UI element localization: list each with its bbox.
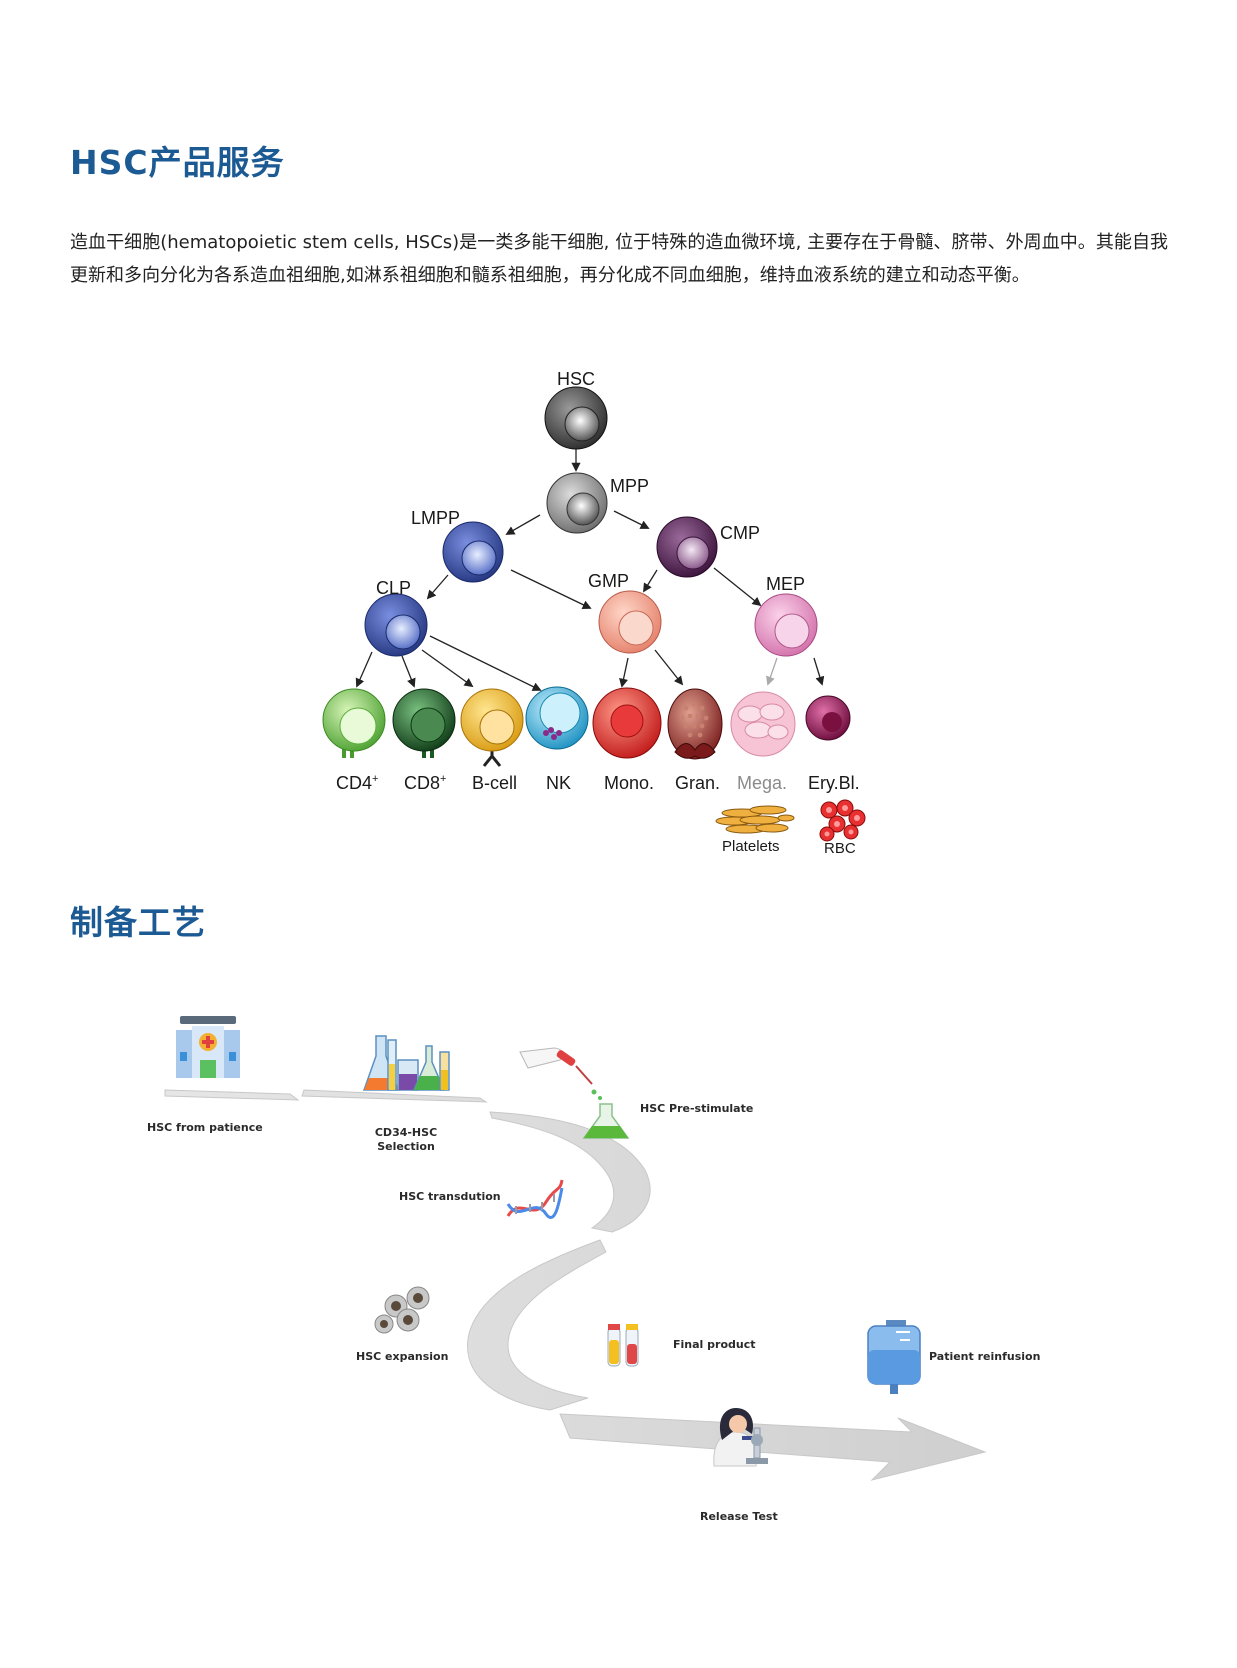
- section-title-hsc-services: HSC产品服务: [70, 143, 285, 182]
- label-rbc: RBC: [824, 840, 856, 857]
- arrow-mpp-cmp: [613, 510, 650, 529]
- cell-erybl: [805, 695, 851, 741]
- label-cd8: CD8+: [404, 773, 446, 793]
- cell-cluster-icon: [374, 1286, 430, 1334]
- scientist-microscope-icon: [713, 1408, 768, 1467]
- step-label-hsc-from-patience: HSC from patience: [147, 1121, 263, 1134]
- cell-gran: [667, 688, 723, 760]
- step-label-hsc-pre-stimulate: HSC Pre-stimulate: [640, 1102, 753, 1115]
- label-nk: NK: [546, 773, 571, 793]
- pipette-flask-icon: [519, 1047, 630, 1139]
- cell-clp: [364, 593, 428, 657]
- step-label-selection: Selection: [377, 1140, 435, 1153]
- arrow-mep-erybl: [813, 657, 825, 686]
- cell-mega: [730, 691, 796, 757]
- cell-mep: [754, 593, 818, 657]
- label-gmp: GMP: [588, 571, 629, 591]
- label-lmpp: LMPP: [411, 508, 460, 528]
- iv-bag-icon: [867, 1320, 921, 1394]
- hierarchy-arrows: [355, 448, 825, 691]
- label-cd8-superscript: +: [440, 773, 446, 785]
- arrow-clp-cd4: [355, 651, 373, 688]
- process-road: [164, 1089, 987, 1481]
- hematopoiesis-hierarchy-diagram: HSC MPP LMPP CMP CLP GMP: [322, 369, 866, 857]
- dna-icon: [506, 1179, 564, 1219]
- arrow-lmpp-clp: [426, 574, 449, 600]
- arrow-clp-cd8: [401, 655, 416, 688]
- step-label-release-test: Release Test: [700, 1510, 778, 1523]
- arrow-gmp-mono: [619, 657, 629, 688]
- label-hsc: HSC: [557, 369, 595, 389]
- arrow-lmpp-gmp: [510, 569, 592, 609]
- step-label-final-product: Final product: [673, 1338, 755, 1351]
- cell-cd4: [322, 688, 386, 758]
- cell-mono: [592, 687, 662, 759]
- label-cd4-text: CD4: [336, 773, 372, 793]
- cell-bcell: [460, 688, 524, 767]
- label-cmp: CMP: [720, 523, 760, 543]
- label-cd8-text: CD8: [404, 773, 440, 793]
- lab-flasks-icon: [362, 1035, 450, 1091]
- label-clp: CLP: [376, 578, 411, 598]
- arrow-mep-mega: [766, 657, 778, 686]
- step-label-patient-reinfusion: Patient reinfusion: [929, 1350, 1040, 1363]
- arrow-gmp-gran: [654, 649, 684, 686]
- label-mega: Mega.: [737, 773, 787, 793]
- cell-gmp: [598, 590, 662, 654]
- label-erybl: Ery.Bl.: [808, 773, 860, 793]
- label-platelets: Platelets: [722, 838, 780, 855]
- cell-cmp: [656, 516, 718, 578]
- preparation-process-diagram: HSC from patience CD34-HSC Selection: [147, 1016, 1040, 1523]
- arrow-cmp-gmp: [643, 569, 658, 593]
- cell-cd8: [392, 688, 456, 758]
- arrow-cmp-mep: [713, 567, 762, 607]
- cell-mpp: [546, 472, 608, 534]
- hospital-icon: [176, 1016, 240, 1078]
- label-mep: MEP: [766, 574, 805, 594]
- cell-nk: [525, 686, 589, 750]
- step-label-cd34-hsc: CD34-HSC: [375, 1126, 437, 1139]
- label-mono: Mono.: [604, 773, 654, 793]
- step-label-hsc-transdution: HSC transdution: [399, 1190, 501, 1203]
- label-gran: Gran.: [675, 773, 720, 793]
- cell-hsc: [544, 386, 608, 450]
- test-tubes-icon: [607, 1324, 639, 1367]
- arrow-mpp-lmpp: [505, 514, 541, 535]
- label-cd4: CD4+: [336, 773, 378, 793]
- platelets-illustration: [715, 805, 795, 834]
- label-bcell: B-cell: [472, 773, 517, 793]
- label-cd4-superscript: +: [372, 773, 378, 785]
- intro-paragraph: 造血干细胞(hematopoietic stem cells, HSCs)是一类…: [70, 232, 1168, 286]
- arrow-clp-nk: [429, 635, 542, 691]
- step-label-hsc-expansion: HSC expansion: [356, 1350, 448, 1363]
- section-title-preparation-process: 制备工艺: [70, 903, 206, 942]
- cell-lmpp: [442, 521, 504, 583]
- label-mpp: MPP: [610, 476, 649, 496]
- arrow-clp-bcell: [421, 649, 474, 688]
